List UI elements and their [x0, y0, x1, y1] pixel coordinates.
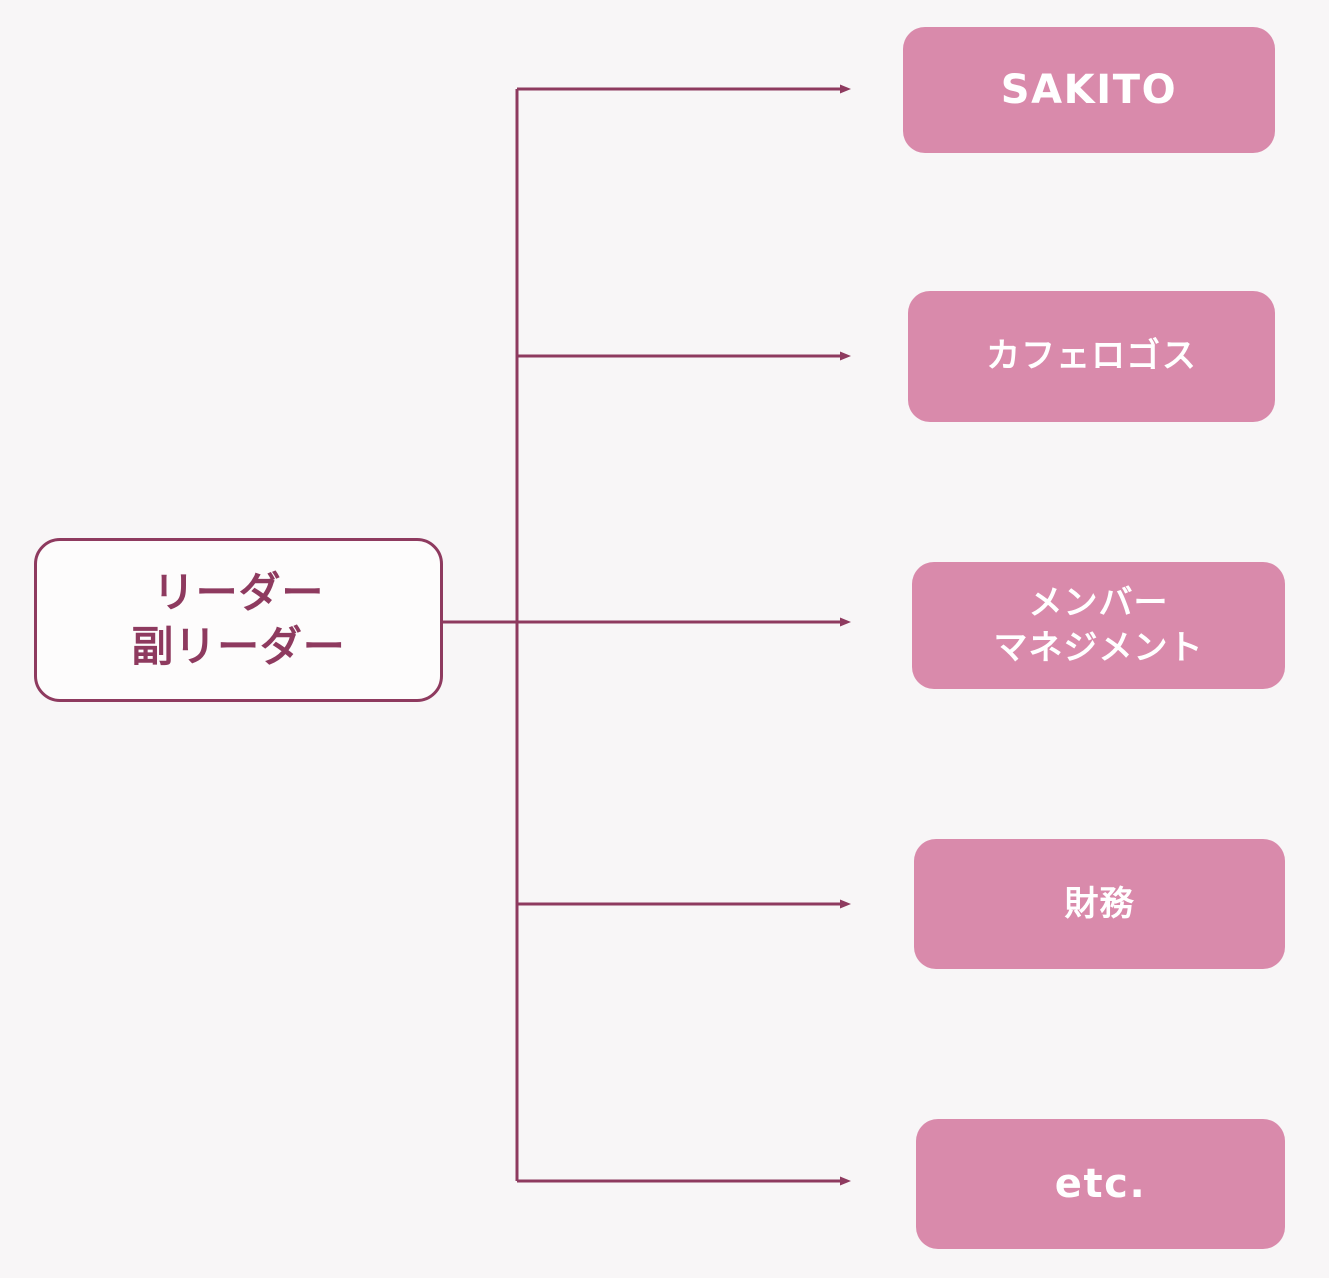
node-member-management-label-line-2: マネジメント: [993, 627, 1204, 668]
root-node-label-line-2: 副リーダー: [131, 622, 346, 671]
node-finance[interactable]: 財務: [914, 839, 1285, 969]
node-etc[interactable]: etc.: [916, 1119, 1285, 1249]
node-member-management-label-line-1: メンバー: [1028, 583, 1169, 624]
root-node-label-line-1: リーダー: [152, 568, 325, 618]
node-sakito[interactable]: SAKITO: [903, 27, 1275, 153]
node-cafe-logos[interactable]: カフェロゴス: [908, 291, 1275, 422]
node-etc-label: etc.: [1054, 1161, 1147, 1207]
node-member-management[interactable]: メンバー マネジメント: [912, 562, 1285, 689]
node-sakito-label: SAKITO: [1000, 67, 1178, 113]
node-cafe-logos-label: カフェロゴス: [986, 336, 1197, 377]
node-finance-label: 財務: [1064, 883, 1135, 924]
root-node-leader[interactable]: リーダー 副リーダー: [34, 538, 443, 702]
